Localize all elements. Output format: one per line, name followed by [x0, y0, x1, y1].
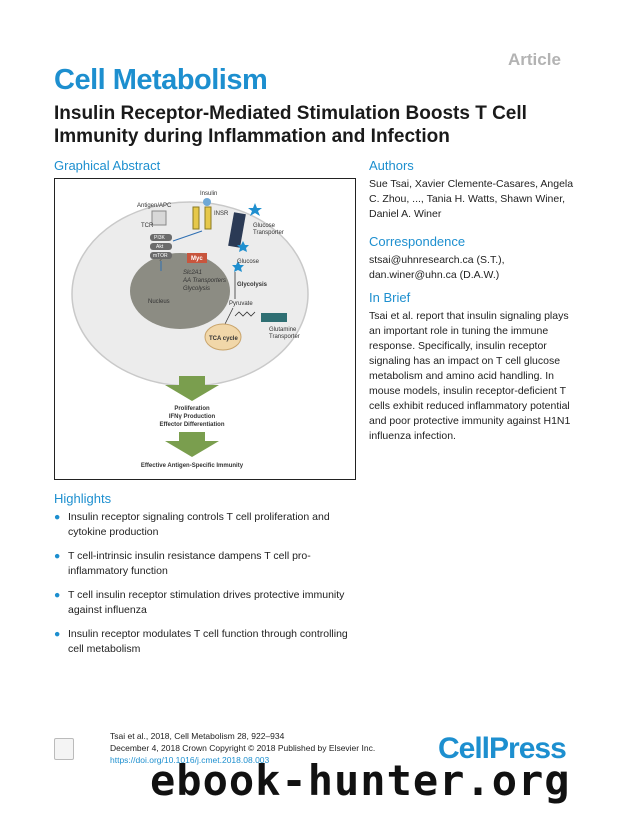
aa-transporters-label: AA Transporters [182, 278, 226, 284]
highlight-item: ● Insulin receptor signaling controls T c… [54, 510, 364, 540]
insulin-label: Insulin [200, 191, 217, 197]
nucleus-shape [130, 253, 230, 329]
glucose-star-2 [237, 241, 249, 252]
highlight-item: ● T cell-intrinsic insulin resistance dam… [54, 549, 364, 579]
glucose-star-1 [248, 203, 262, 216]
graphical-abstract-heading: Graphical Abstract [54, 158, 161, 173]
graphical-abstract-diagram: Nucleus Myc Myc Slc2A1 AA Transporters G… [71, 191, 309, 469]
highlight-text: T cell-intrinsic insulin resistance damp… [68, 550, 311, 577]
mtor-node [150, 252, 172, 259]
tca-cycle-label: TCA cycle [209, 336, 238, 342]
down-arrow-2 [165, 432, 219, 457]
paper-title: Insulin Receptor-Mediated Stimulation Bo… [54, 103, 527, 147]
highlight-item: ● T cell insulin receptor stimulation dri… [54, 588, 364, 618]
glutamine-transporter-shape [261, 313, 287, 322]
authors-list: Sue Tsai, Xavier Clemente-Casares, Angel… [369, 178, 574, 220]
insr-label: INSR [214, 211, 229, 217]
akt-label: Akt [156, 244, 164, 250]
correspondence-email-2[interactable]: dan.winer@uhn.ca (D.A.W.) [369, 269, 500, 281]
pyruvate-arrow [224, 307, 234, 325]
myc-protein-box [187, 253, 207, 263]
article-type-label: Article [508, 50, 561, 69]
bullet-icon: ● [54, 511, 61, 523]
glycolysis-label: Glycolysis [237, 282, 268, 288]
myc-protein-label: Myc [191, 256, 203, 262]
correspondence-email-1[interactable]: stsai@uhnresearch.ca (S.T.), [369, 254, 505, 266]
glutamine-wave [234, 311, 256, 317]
highlight-text: T cell insulin receptor stimulation driv… [68, 589, 345, 616]
nucleus-label: Nucleus [148, 299, 170, 305]
journal-name: Cell Metabolism [54, 64, 268, 96]
glucose-transporter-label-2: Transporter [253, 230, 284, 236]
final-outcome-label: Effective Antigen-Specific Immunity [141, 463, 244, 469]
slc2a1-label: Slc2A1 [183, 270, 202, 276]
highlights-list: ● Insulin receptor signaling controls T c… [54, 510, 364, 666]
insulin-molecule [203, 198, 211, 206]
insr-signal-arrow [172, 230, 203, 242]
apc-receptor-shape [151, 210, 167, 226]
insr-right-shape [204, 206, 212, 230]
watermark-text: ebook-hunter.org [150, 756, 571, 805]
antigen-apc-label: Antigen/APC [137, 203, 172, 209]
glucose-transporter-label-1: Glucose [253, 223, 276, 229]
bullet-icon: ● [54, 628, 61, 640]
pi3k-label: PI3K [154, 235, 166, 241]
highlight-text: Insulin receptor modulates T cell functi… [68, 628, 348, 655]
doi-link[interactable]: https://doi.org/10.1016/j.cmet.2018.08.0… [110, 755, 270, 765]
glutamine-transporter-label-1: Glutamine [269, 327, 297, 333]
in-brief-text: Tsai et al. report that insulin signalin… [369, 310, 571, 442]
pyruvate-label: Pyruvate [229, 301, 253, 307]
check-for-updates-icon[interactable] [54, 738, 74, 760]
highlight-text: Insulin receptor signaling controls T ce… [68, 511, 330, 538]
tca-cycle-shape [204, 323, 242, 351]
tcr-label: TCR [141, 223, 154, 229]
highlight-item: ● Insulin receptor modulates T cell funct… [54, 627, 364, 657]
copyright-line: December 4, 2018 Crown Copyright © 2018 … [110, 743, 376, 753]
outcome-proliferation: Proliferation [174, 406, 210, 412]
pi3k-node [150, 234, 172, 241]
glucose-transporter-shape [228, 212, 246, 248]
graphical-abstract-figure: Nucleus Myc Myc Slc2A1 AA Transporters G… [54, 178, 356, 480]
outcome-effector: Effector Differentiation [159, 422, 224, 428]
mtor-label: mTOR [153, 253, 168, 259]
in-brief-heading: In Brief [369, 290, 411, 305]
highlights-heading: Highlights [54, 491, 112, 506]
down-arrow-1 [165, 376, 219, 401]
outcome-ifng: IFNγ Production [169, 414, 216, 420]
glucose-label: Glucose [237, 259, 260, 265]
cellpress-logo: CellPress [438, 732, 567, 765]
insr-left-shape [192, 206, 200, 230]
glycolysis-gene-label: Glycolysis [183, 286, 210, 292]
correspondence-heading: Correspondence [369, 234, 466, 249]
akt-node [150, 243, 172, 250]
citation-footer: Tsai et al., 2018, Cell Metabolism 28, 9… [110, 730, 375, 766]
glucose-star-3 [232, 261, 244, 272]
bullet-icon: ● [54, 550, 61, 562]
bullet-icon: ● [54, 589, 61, 601]
citation-line: Tsai et al., 2018, Cell Metabolism 28, 9… [110, 731, 285, 741]
glutamine-transporter-label-2: Transporter [269, 334, 300, 340]
authors-heading: Authors [369, 158, 414, 173]
